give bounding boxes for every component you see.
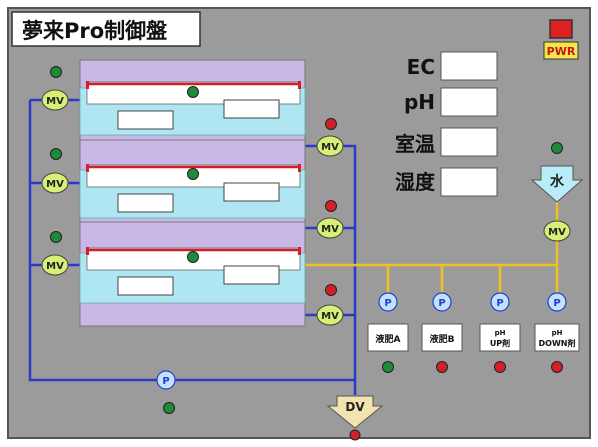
sensor-label-ec: EC: [407, 55, 435, 79]
inlet-valve-1[interactable]: MV: [41, 89, 69, 111]
dosing-pump-b-label: P: [438, 298, 445, 309]
inlet-valve-1-label: MV: [46, 96, 64, 107]
shelf-1: [79, 59, 306, 141]
circulation-pump-led[interactable]: [163, 402, 175, 414]
circulation-pump-label: P: [162, 376, 169, 387]
inlet-valve-2-label: MV: [46, 179, 64, 190]
drain-valve-3-led[interactable]: [325, 284, 337, 296]
water-inlet-valve[interactable]: MV: [543, 220, 571, 242]
drain-valve-1-label: MV: [321, 142, 339, 153]
dosing-pump-ph-up[interactable]: P: [490, 292, 510, 312]
sensor-label-humidity: 湿度: [395, 170, 436, 194]
water-inlet-label: 水: [550, 173, 565, 190]
sensor-label-ph: pH: [404, 90, 435, 114]
drain-label: DV: [345, 400, 365, 414]
sensor-ec: EC: [407, 51, 498, 81]
readout-right-1: [223, 99, 280, 119]
shelf-1-led[interactable]: [187, 86, 199, 98]
tank-nutrient-a[interactable]: 液肥A: [367, 323, 409, 352]
drain-valve-2-label: MV: [321, 224, 339, 235]
drain-led[interactable]: [349, 429, 361, 441]
drain-valve-2[interactable]: MV: [316, 217, 344, 239]
inlet-valve-1-led[interactable]: [50, 66, 62, 78]
tank-ph-up-label-2: UP剤: [490, 338, 510, 348]
dosing-pump-ph-down-label: P: [553, 298, 560, 309]
sensor-value-ec: [440, 51, 498, 81]
feed-pipes: [295, 197, 559, 295]
inlet-valve-3-label: MV: [46, 261, 64, 272]
tank-nutrient-a-led[interactable]: [382, 361, 394, 373]
readout-right-2: [223, 182, 280, 202]
drain-valve-3[interactable]: MV: [316, 304, 344, 326]
tank-nutrient-b-led[interactable]: [436, 361, 448, 373]
tank-ph-down-label-2: DOWN剤: [539, 338, 576, 348]
tank-ph-up[interactable]: pH UP剤: [479, 323, 521, 352]
inlet-valve-2-led[interactable]: [50, 148, 62, 160]
inlet-valve-3-led[interactable]: [50, 231, 62, 243]
drain-valve-2-led[interactable]: [325, 200, 337, 212]
shelf-2: [79, 139, 306, 223]
drain-valve-3-label: MV: [321, 311, 339, 322]
sensor-value-ph: [440, 87, 498, 117]
dosing-pump-a-label: P: [384, 298, 391, 309]
circulation-pump[interactable]: P: [156, 370, 176, 390]
pwr-label-box: [543, 41, 579, 60]
pwr-lamp[interactable]: [549, 19, 573, 39]
shelf-2-led[interactable]: [187, 168, 199, 180]
shelf-3-led[interactable]: [187, 251, 199, 263]
sensor-label-room-temp: 室温: [395, 132, 435, 156]
readout-right-3: [223, 265, 280, 285]
tank-nutrient-b-label: 液肥B: [430, 333, 455, 345]
readout-left-3: [117, 276, 174, 296]
tank-ph-down[interactable]: pH DOWN剤: [534, 323, 580, 352]
title-box: [11, 11, 201, 47]
drain-valve-1[interactable]: MV: [316, 135, 344, 157]
sensor-humidity: 湿度: [395, 167, 498, 197]
tank-ph-up-label-1: pH: [495, 329, 506, 337]
water-inlet-arrow[interactable]: 水: [530, 165, 584, 203]
tank-ph-up-led[interactable]: [494, 361, 506, 373]
water-inlet-valve-label: MV: [548, 227, 566, 238]
drain-arrow[interactable]: DV: [326, 395, 384, 429]
water-inlet-led[interactable]: [551, 142, 563, 154]
inlet-valve-3[interactable]: MV: [41, 254, 69, 276]
pwr-label: PWR: [547, 45, 576, 58]
inlet-valve-2[interactable]: MV: [41, 172, 69, 194]
tank-ph-down-led[interactable]: [551, 361, 563, 373]
page-title: 夢来Pro制御盤: [22, 19, 168, 43]
sensor-ph: pH: [404, 87, 498, 117]
sensor-room-temp: 室温: [395, 127, 498, 157]
dosing-pump-ph-up-label: P: [496, 298, 503, 309]
tank-nutrient-a-label: 液肥A: [376, 333, 401, 345]
shelf-3: [79, 221, 306, 327]
sensor-value-room-temp: [440, 127, 498, 157]
readout-left-1: [117, 110, 174, 130]
drain-valve-1-led[interactable]: [325, 118, 337, 130]
dosing-pump-b[interactable]: P: [432, 292, 452, 312]
readout-left-2: [117, 193, 174, 213]
tank-nutrient-b[interactable]: 液肥B: [421, 323, 463, 352]
dosing-pump-a[interactable]: P: [378, 292, 398, 312]
sensor-value-humidity: [440, 167, 498, 197]
dosing-pump-ph-down[interactable]: P: [547, 292, 567, 312]
tank-ph-down-label-1: pH: [552, 329, 563, 337]
